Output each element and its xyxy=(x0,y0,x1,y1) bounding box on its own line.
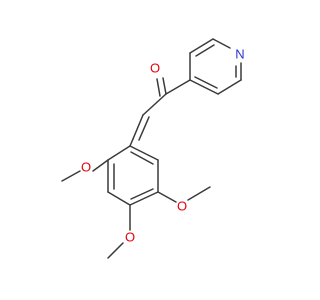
meta-methoxy xyxy=(157,186,211,203)
para-methoxy xyxy=(107,204,131,259)
bond xyxy=(129,191,159,206)
bond xyxy=(138,116,150,141)
enone-chain xyxy=(129,77,191,147)
bond xyxy=(189,38,214,54)
bond xyxy=(132,114,144,140)
bond xyxy=(195,44,215,57)
pyridine-nitrogen-label: N xyxy=(235,47,244,62)
ortho-methoxy xyxy=(61,159,109,182)
bond xyxy=(92,159,109,172)
bond xyxy=(129,138,134,147)
bond xyxy=(130,188,154,200)
para-methoxy-oxygen-label: O xyxy=(125,230,135,245)
carbonyl-oxygen-label: O xyxy=(150,61,160,76)
molecule-drawing: O N O O O xyxy=(61,38,245,259)
bond xyxy=(142,93,167,116)
bond xyxy=(157,191,177,203)
structure-diagram: O N O O O xyxy=(61,38,245,259)
bond xyxy=(107,191,131,206)
ortho-methoxy-oxygen-label: O xyxy=(81,160,91,175)
bond xyxy=(189,79,219,95)
bond xyxy=(129,145,159,161)
bond xyxy=(107,145,131,161)
bond xyxy=(156,78,161,97)
bond xyxy=(162,77,167,95)
bond xyxy=(187,186,211,201)
bond xyxy=(212,38,231,49)
meta-methoxy-oxygen-label: O xyxy=(177,199,187,214)
pyridine-ring xyxy=(189,38,242,95)
bond xyxy=(107,242,124,259)
bond xyxy=(165,79,191,95)
bond xyxy=(61,170,81,182)
bond xyxy=(130,151,154,165)
bond xyxy=(194,76,218,89)
bond xyxy=(217,79,242,95)
benzene-ring xyxy=(107,145,159,206)
